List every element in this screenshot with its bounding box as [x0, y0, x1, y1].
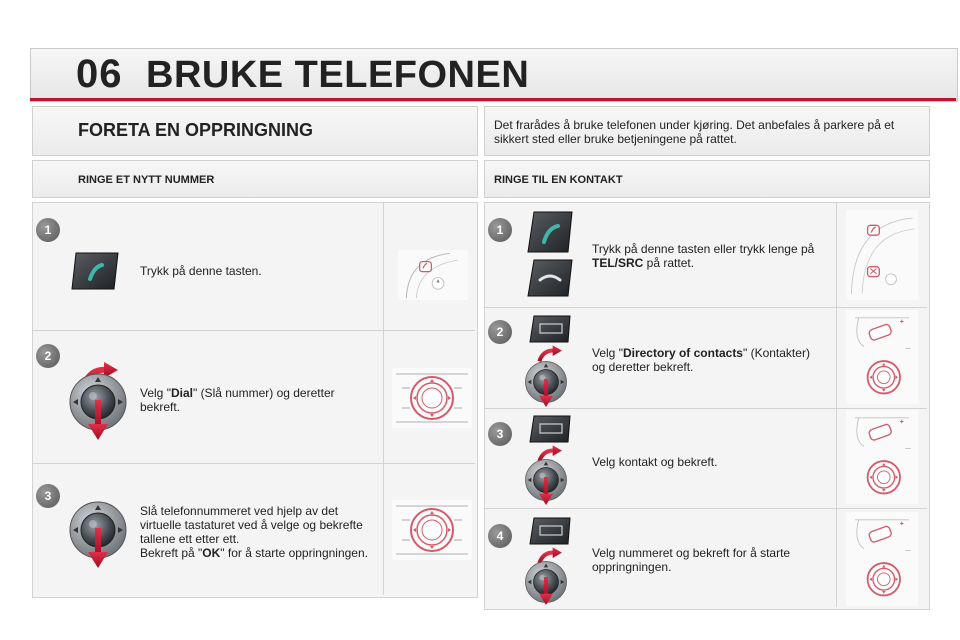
chapter-title: BRUKE TELEFONEN [146, 54, 530, 96]
left-step-3-text: Slå telefonnummeret ved hjelp av det vir… [140, 504, 363, 546]
step-badge: 1 [488, 218, 512, 242]
warning-note-box [484, 106, 930, 156]
step-badge: 2 [36, 344, 60, 368]
menu-button-icon [529, 517, 571, 545]
right-step-4-text: Velg nummeret og bekreft for å starte op… [592, 546, 791, 574]
steering-wheel-controls-icon [846, 210, 918, 300]
control-panel-icon [846, 512, 918, 606]
press-arrow-icon [539, 476, 553, 506]
step-badge: 4 [488, 524, 512, 548]
right-subsection-box [484, 160, 930, 198]
right-step-divider-3 [485, 508, 927, 509]
left-subsection-title: RINGE ET NYTT NUMMER [78, 174, 215, 186]
press-arrow-icon [539, 378, 553, 408]
left-step-divider-1 [33, 330, 475, 331]
right-column-divider [836, 203, 837, 607]
step-badge: 1 [36, 218, 60, 242]
right-step-1-text: Trykk på denne tasten eller trykk lenge … [592, 242, 815, 270]
section-title-box [32, 106, 478, 156]
right-step-divider-2 [485, 408, 927, 409]
step-badge: 3 [36, 484, 60, 508]
right-step-3-text: Velg kontakt og bekreft. [592, 455, 718, 469]
header-accent-line [30, 98, 956, 101]
left-subsection-box [32, 160, 478, 198]
warning-note: Det frarådes å bruke telefonen under kjø… [494, 118, 895, 146]
steering-wheel-icon [398, 250, 468, 300]
chapter-number: 06 [76, 52, 123, 96]
press-arrow-icon [88, 528, 108, 568]
phone-button-icon [527, 211, 573, 253]
left-step-3-text-2: Bekreft på "OK" for å starte oppringning… [140, 546, 368, 560]
press-arrow-icon [88, 400, 108, 440]
left-column-divider [383, 203, 384, 595]
press-arrow-icon [539, 576, 553, 606]
header-bar [30, 48, 958, 102]
left-step-1-text: Trykk på denne tasten. [140, 264, 262, 278]
menu-button-icon [529, 315, 571, 343]
control-dial-icon [392, 368, 472, 428]
step-badge: 3 [488, 422, 512, 446]
phone-button-icon [71, 252, 119, 290]
step-badge: 2 [488, 320, 512, 344]
section-title: FORETA EN OPPRINGNING [78, 120, 314, 140]
right-step-divider-1 [485, 307, 927, 308]
menu-button-icon [529, 415, 571, 443]
hangup-button-icon [527, 259, 573, 297]
control-dial-icon [392, 500, 472, 560]
control-panel-icon [846, 410, 918, 504]
right-step-2-text: Velg "Directory of contacts" (Kontakter)… [592, 346, 810, 374]
left-step-divider-2 [33, 463, 475, 464]
right-subsection-title: RINGE TIL EN KONTAKT [494, 174, 623, 186]
left-step-2-text: Velg "Dial" (Slå nummer) og deretter bek… [140, 386, 335, 414]
control-panel-icon [846, 310, 918, 404]
